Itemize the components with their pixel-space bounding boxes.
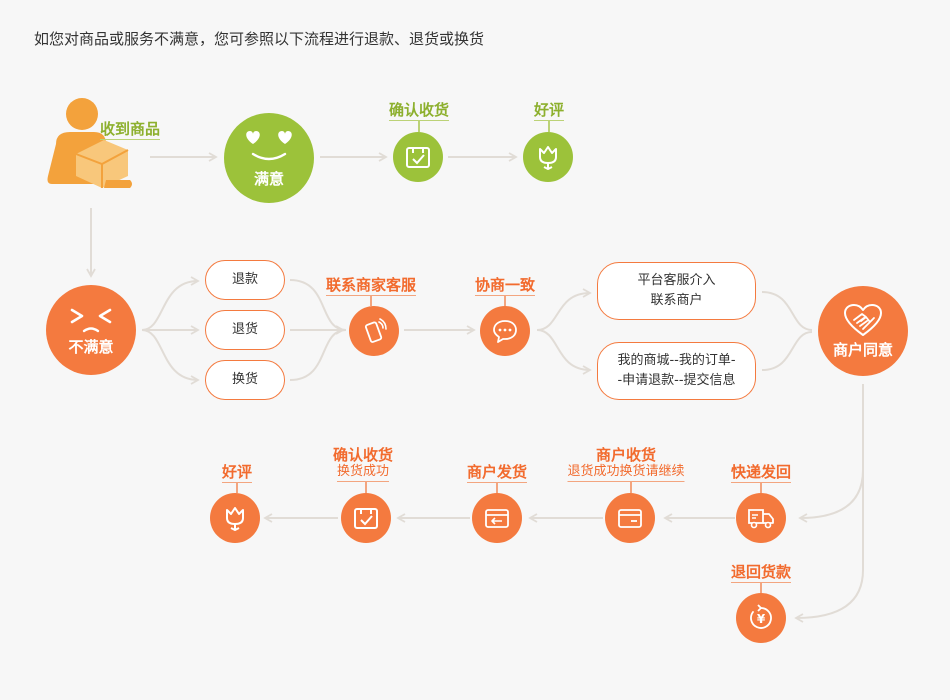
ship-back-label: 快递发回	[730, 463, 792, 483]
contact-service-node	[349, 306, 399, 356]
good-review-2-label: 好评	[221, 463, 253, 483]
merchant-agree-label: 商户同意	[832, 340, 893, 359]
unhappy-face-icon	[70, 308, 112, 332]
merchant-receive-node	[605, 493, 655, 543]
phone-icon	[364, 318, 387, 343]
confirm-receipt-2-node	[341, 493, 391, 543]
receive-goods-label: 收到商品	[99, 120, 161, 140]
tulip-icon	[226, 507, 244, 531]
confirm-receipt-label: 确认收货	[388, 101, 450, 121]
good-review-2-node	[210, 493, 260, 543]
route-1-line-1: 平台客服介入	[637, 273, 716, 288]
merchant-receive-label: 商户收货	[595, 446, 657, 464]
package-check-icon	[406, 147, 430, 168]
satisfied-node: 满意	[224, 113, 314, 203]
good-review-label: 好评	[533, 101, 565, 121]
wallet-icon	[618, 509, 642, 528]
handshake-heart-icon	[844, 303, 882, 336]
unsatisfied-node: 不满意	[46, 285, 136, 375]
confirm-receipt-2-note: 换货成功	[336, 464, 390, 482]
person-with-box-icon	[46, 96, 138, 196]
delivery-truck-icon	[748, 509, 774, 529]
arrow-to-refund	[141, 276, 200, 331]
yuan-refund-icon: ¥	[750, 604, 772, 629]
contact-service-label: 联系商家客服	[325, 276, 417, 296]
route-2-line-2: -申请退款--提交信息	[617, 373, 736, 388]
merchant-agree-node: 商户同意	[818, 286, 908, 376]
package-check-icon	[354, 508, 378, 529]
negotiate-node	[480, 306, 530, 356]
unsatisfied-label: 不满意	[68, 337, 114, 356]
arrow-to-route-1	[536, 288, 592, 331]
route-2-line-1: 我的商城--我的订单-	[617, 353, 736, 368]
merchant-receive-note: 退货成功换货请继续	[567, 464, 685, 482]
merchant-ship-label: 商户发货	[466, 463, 528, 483]
negotiate-label: 协商一致	[474, 276, 536, 296]
satisfied-label: 满意	[253, 169, 284, 188]
arrow-to-route-2	[536, 329, 592, 375]
merge-route-2	[761, 331, 813, 371]
option-return: 退货	[205, 310, 285, 350]
good-review-node	[523, 132, 573, 182]
page-title: 如您对商品或服务不满意，您可参照以下流程进行退款、退货或换货	[34, 30, 485, 48]
package-send-icon	[485, 509, 509, 528]
tulip-icon	[539, 146, 557, 170]
route-self-apply: 我的商城--我的订单- -申请退款--提交信息	[597, 342, 756, 400]
option-exchange: 换货	[205, 360, 285, 400]
arrow-agree-refund	[794, 470, 864, 623]
chat-bubble-icon	[493, 320, 517, 343]
confirm-receipt-node	[393, 132, 443, 182]
yuan-symbol: ¥	[757, 612, 766, 626]
ship-back-node	[736, 493, 786, 543]
merchant-ship-node	[472, 493, 522, 543]
merge-route-1	[761, 291, 813, 331]
arrow-to-exchange	[141, 329, 200, 385]
confirm-receipt-2-label: 确认收货	[332, 446, 394, 464]
merge-exchange	[289, 329, 347, 381]
refund-back-label: 退回货款	[730, 563, 792, 583]
route-1-line-2: 联系商户	[650, 293, 703, 308]
refund-back-node: ¥	[736, 593, 786, 643]
happy-face-icon	[246, 130, 292, 160]
option-refund: 退款	[205, 260, 285, 300]
route-platform-service: 平台客服介入 联系商户	[597, 262, 756, 320]
arrow-agree-shipback	[798, 384, 864, 523]
